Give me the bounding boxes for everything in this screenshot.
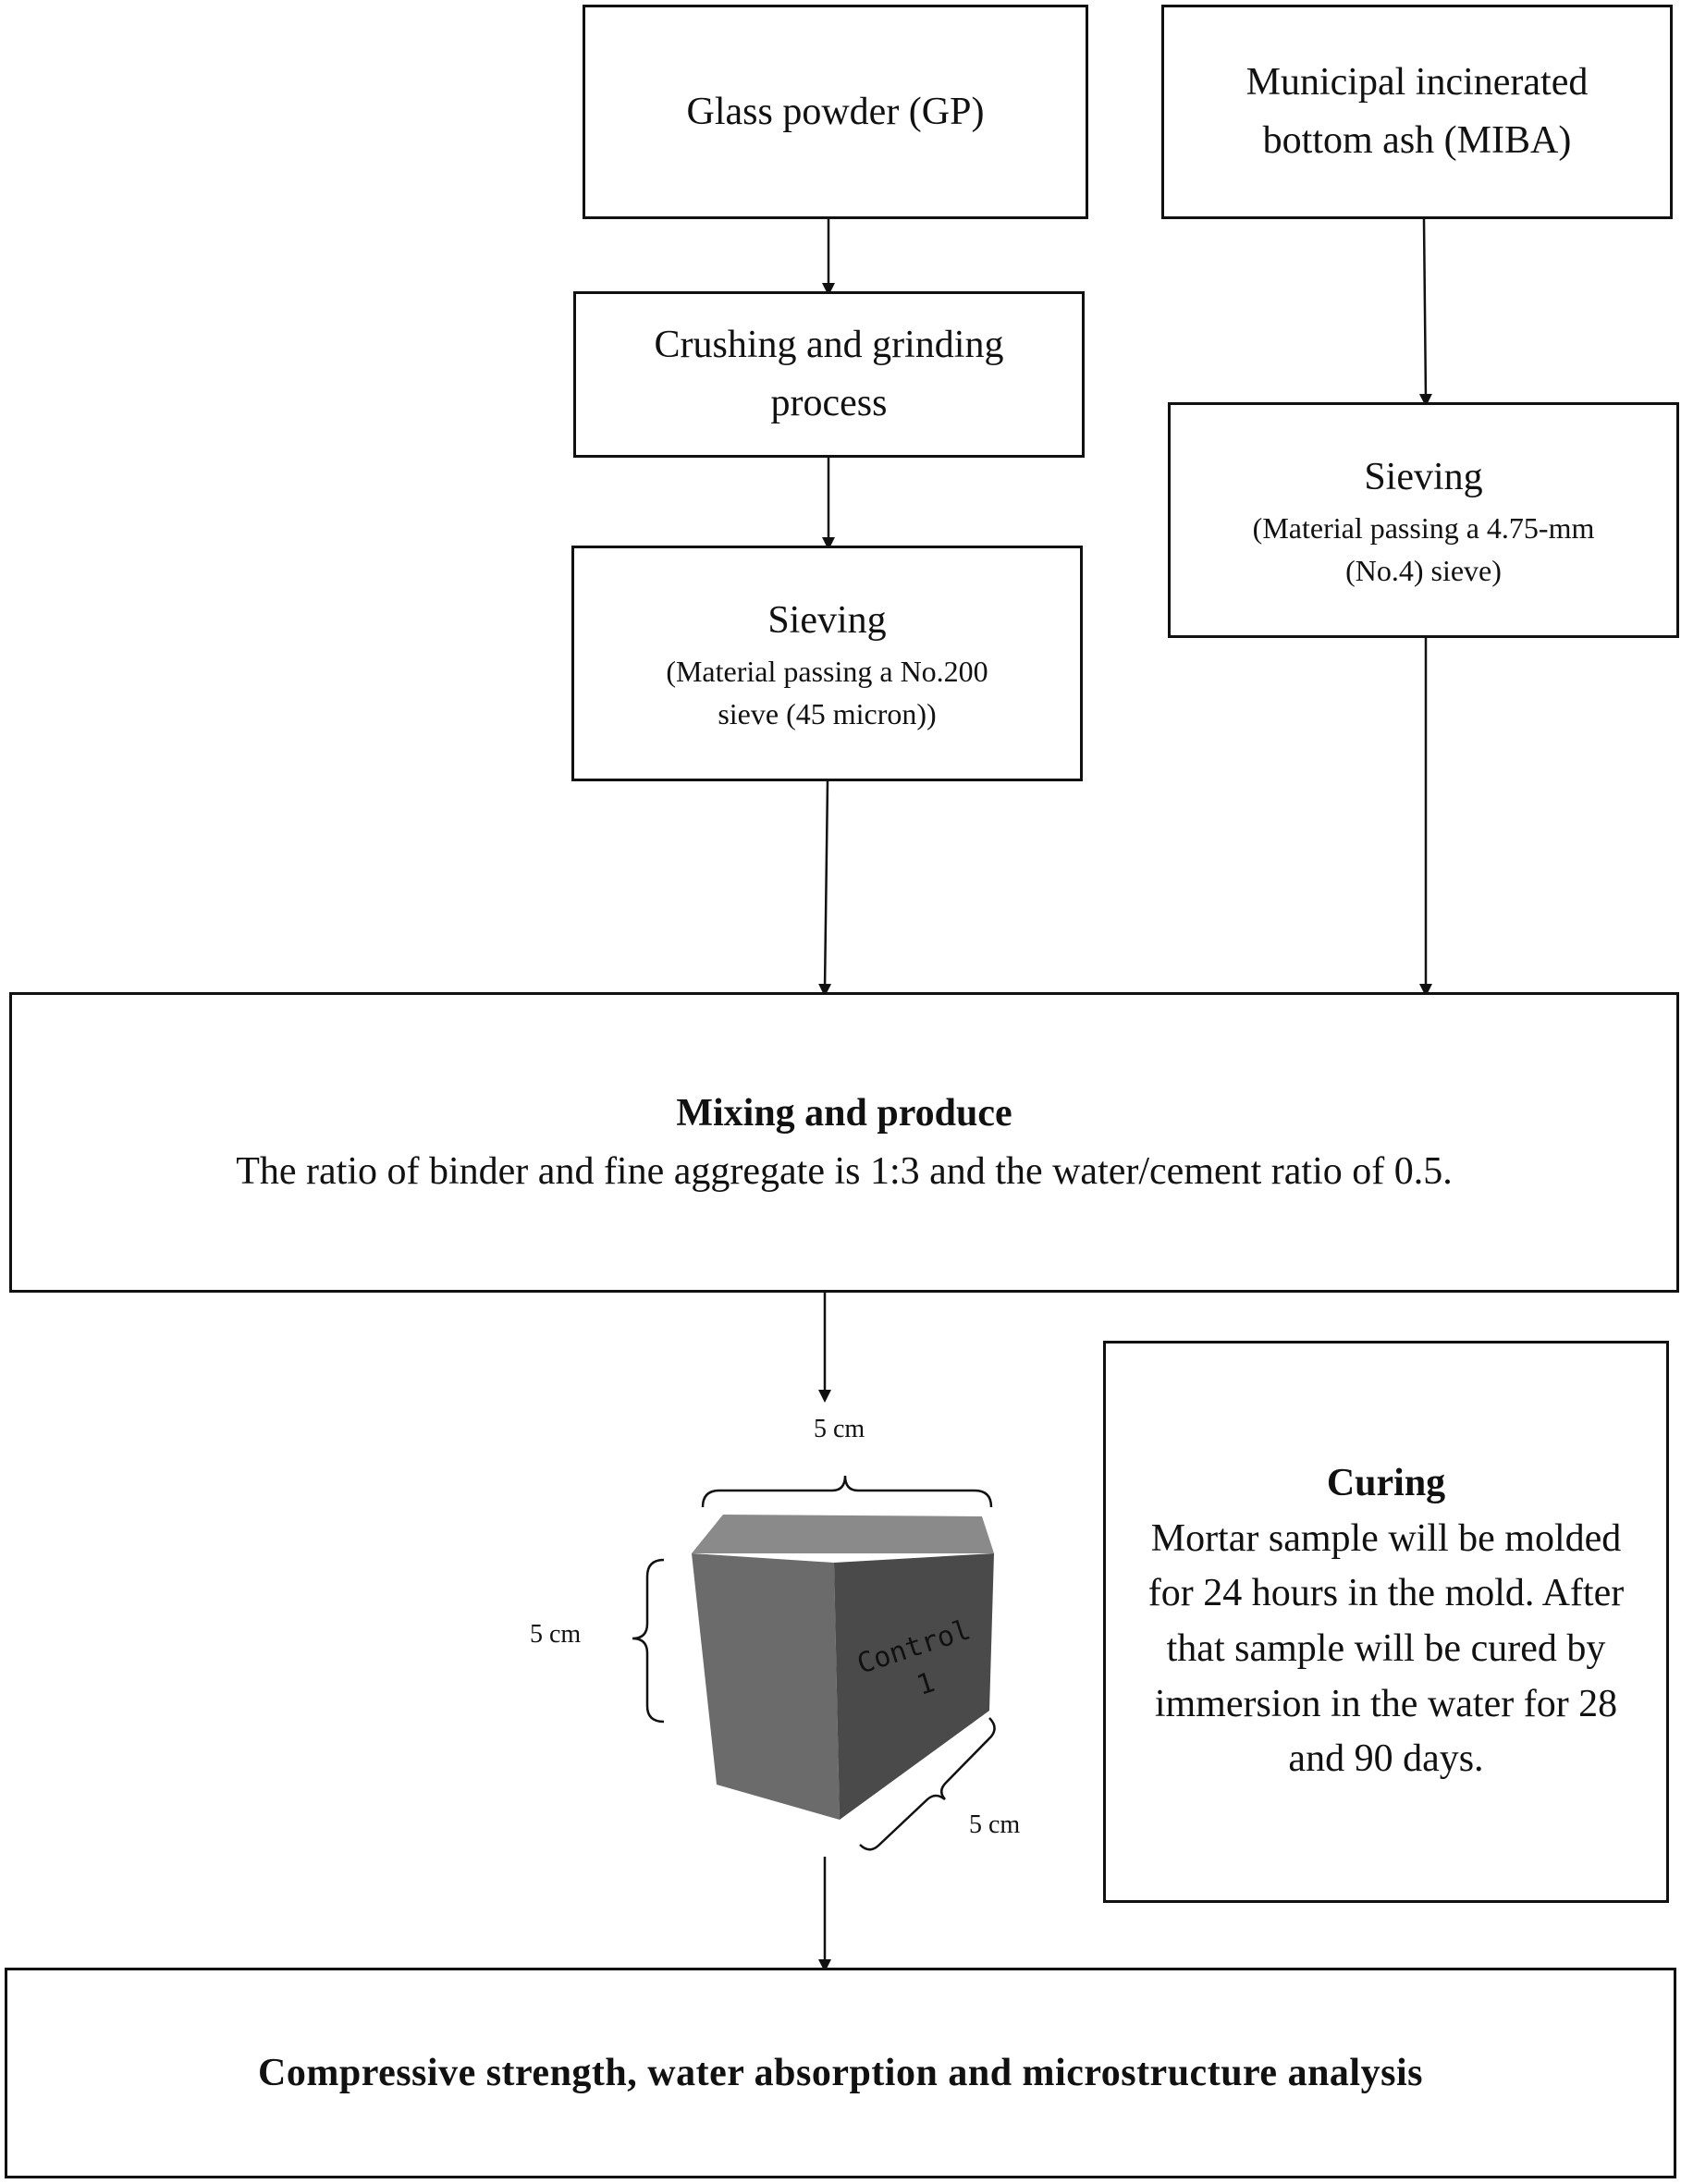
dimension-brace-left [632,1558,665,1724]
glass-powder-box: Glass powder (GP) [583,5,1088,219]
curing-text: Mortar sample will be molded for 24 hour… [1147,1516,1625,1781]
result-title: Compressive strength, water absorption a… [258,2052,1423,2094]
crushing-label-line1: Crushing and grinding [654,324,1004,366]
sieving-miba-detail-line2: (No.4) sieve) [1345,554,1502,587]
crushing-label-line2: process [770,382,888,424]
miba-label-line1: Municipal incinerated [1245,61,1589,104]
mixing-text: The ratio of binder and fine aggregate i… [236,1149,1453,1193]
sieving-miba-detail-line1: (Material passing a 4.75-mm [1252,510,1595,545]
mixing-title: Mixing and produce [676,1091,1012,1135]
sieving-gp-detail-line2: sieve (45 micron)) [718,697,937,730]
miba-box: Municipal incinerated bottom ash (MIBA) [1161,5,1673,219]
cube-right-face [834,1553,994,1820]
mixing-box: Mixing and produce The ratio of binder a… [9,992,1679,1293]
curing-title: Curing [1326,1462,1446,1505]
arrow-miba-to-sieve [1418,218,1432,407]
sieving-gp-title: Sieving [767,598,887,642]
sieving-miba-title: Sieving [1364,455,1483,498]
sieving-miba-box: Sieving (Material passing a 4.75-mm (No.… [1168,402,1679,638]
result-box: Compressive strength, water absorption a… [5,1968,1676,2178]
cube-left-face [692,1553,840,1820]
sieving-gp-detail-line1: (Material passing a No.200 [666,654,988,688]
mortar-cube-sample [692,1515,994,1820]
dimension-brace-right [859,1717,996,1851]
arrow-sieve-gp-to-mix [818,780,832,997]
dimension-label-right: 5 cm [969,1810,1021,1839]
dimension-label-left: 5 cm [530,1620,582,1649]
dimension-brace-top [701,1475,993,1508]
dimension-label-top: 5 cm [814,1415,865,1443]
sieving-gp-box: Sieving (Material passing a No.200 sieve… [571,546,1083,781]
miba-label-line2: bottom ash (MIBA) [1262,119,1572,162]
cube-top-face [692,1515,994,1553]
curing-box: Curing Mortar sample will be molded for … [1103,1341,1669,1903]
crushing-box: Crushing and grinding process [573,291,1085,458]
glass-powder-label: Glass powder (GP) [686,90,985,133]
